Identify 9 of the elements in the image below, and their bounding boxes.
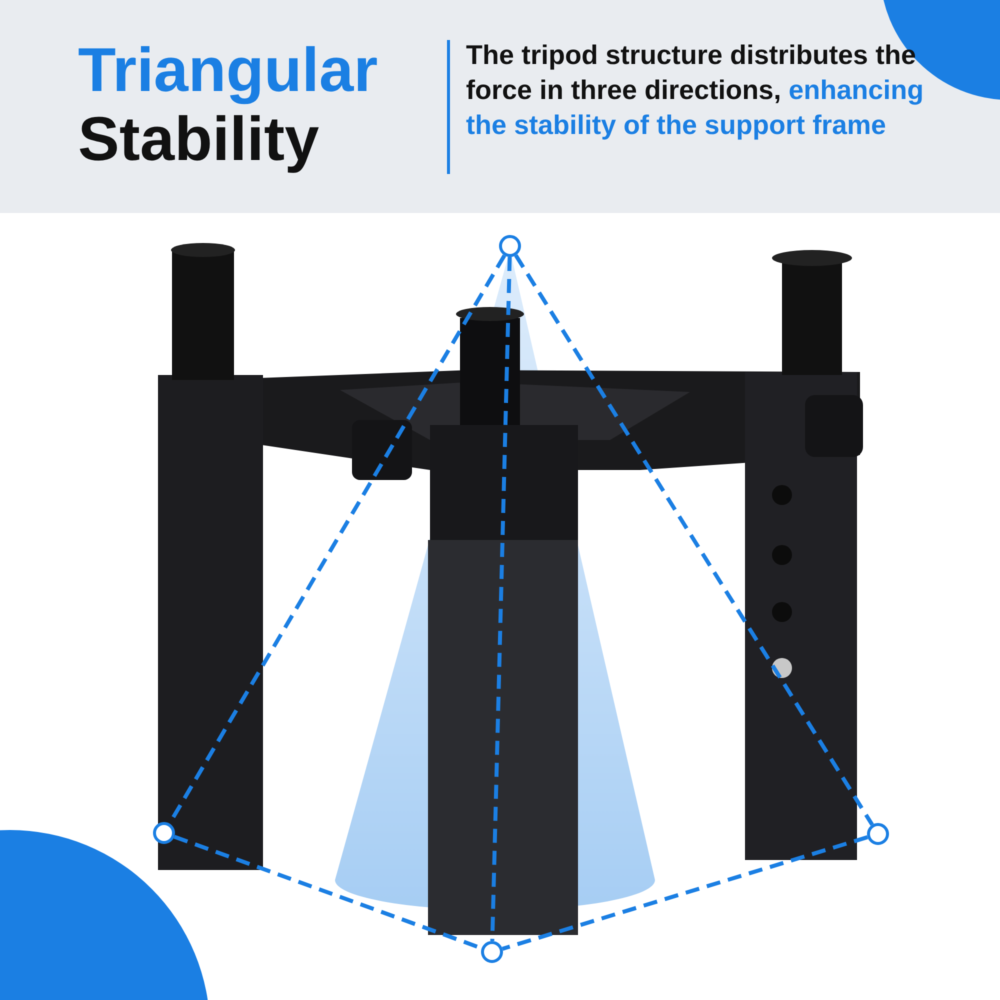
title: Stability bbox=[78, 105, 320, 175]
dashed-line bbox=[502, 835, 868, 951]
point-marker bbox=[153, 822, 175, 844]
point-marker bbox=[499, 235, 521, 257]
description: The tripod structure distributes the force in three directions, enhancing the stability of the support frame bbox=[466, 39, 925, 142]
title: Triangular bbox=[78, 36, 378, 106]
dashed-line bbox=[490, 256, 512, 942]
point-marker bbox=[481, 941, 503, 963]
point-marker bbox=[867, 823, 889, 845]
